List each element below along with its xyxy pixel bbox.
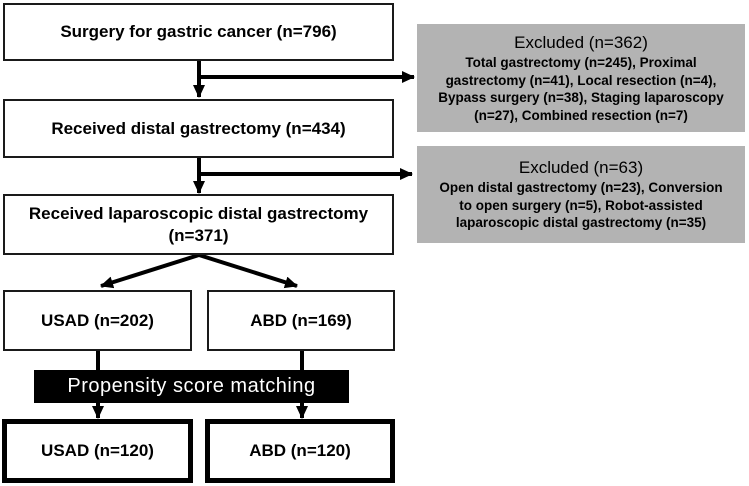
flow-box-usad-matched-label: USAD (n=120): [41, 441, 154, 461]
excluded-box-1-title: Excluded (n=362): [514, 32, 648, 52]
excluded-box-1: Excluded (n=362) Total gastrectomy (n=24…: [417, 24, 745, 132]
propensity-score-matching-label: Propensity score matching: [67, 375, 316, 397]
flow-box-abd-unmatched-label: ABD (n=169): [250, 310, 352, 330]
propensity-score-matching-bar: Propensity score matching: [34, 370, 349, 403]
flow-box-usad-unmatched-label: USAD (n=202): [41, 310, 154, 330]
flow-box-distal-gastrectomy: Received distal gastrectomy (n=434): [3, 99, 394, 158]
flow-box-surgery-label: Surgery for gastric cancer (n=796): [60, 22, 337, 42]
flow-box-usad-matched: USAD (n=120): [2, 419, 193, 483]
excluded-box-2-title: Excluded (n=63): [518, 158, 644, 178]
flow-box-distal-gastrectomy-label: Received distal gastrectomy (n=434): [51, 118, 346, 138]
flow-box-laparoscopic-distal-gastrectomy-label: Received laparoscopic distal gastrectomy…: [28, 204, 369, 245]
flow-box-abd-matched-label: ABD (n=120): [249, 441, 351, 461]
excluded-box-2: Excluded (n=63) Open distal gastrectomy …: [417, 146, 745, 243]
excluded-box-2-body: Open distal gastrectomy (n=23), Conversi…: [439, 180, 723, 231]
flow-box-abd-unmatched: ABD (n=169): [207, 290, 395, 351]
excluded-box-1-body: Total gastrectomy (n=245), Proximal gast…: [438, 54, 724, 123]
flow-box-surgery: Surgery for gastric cancer (n=796): [3, 3, 394, 61]
flow-box-abd-matched: ABD (n=120): [205, 419, 395, 483]
flow-box-usad-unmatched: USAD (n=202): [3, 290, 192, 351]
flow-box-laparoscopic-distal-gastrectomy: Received laparoscopic distal gastrectomy…: [3, 194, 394, 255]
